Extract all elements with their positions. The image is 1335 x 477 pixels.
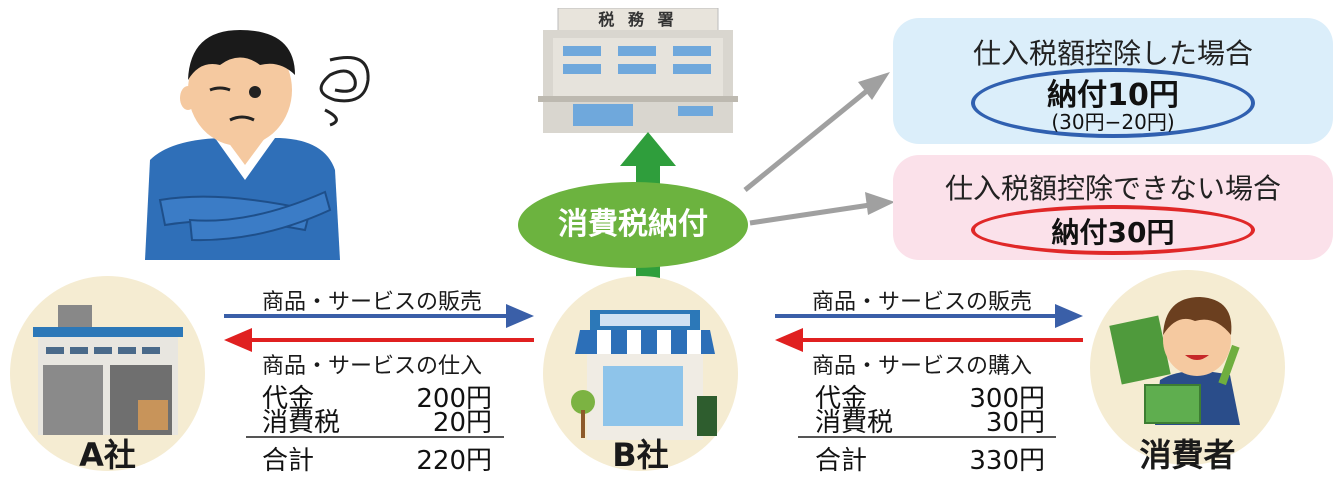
left-tax-value: 20円 xyxy=(432,408,492,438)
case-not-deductible-title: 仕入税額控除できない場合 xyxy=(944,172,1281,205)
left-purchase-label: 商品・サービスの仕入 xyxy=(262,354,483,379)
case-deductible-calc: (30円−20円) xyxy=(1051,110,1175,134)
tax-payment-label: 消費税納付 xyxy=(558,207,708,242)
left-tax-label: 消費税 xyxy=(262,408,341,438)
right-price-label: 代金 xyxy=(815,384,868,414)
left-sale-label: 商品・サービスの販売 xyxy=(262,290,483,315)
tax-payment-ellipse xyxy=(518,182,748,268)
left-total-rule xyxy=(246,436,504,438)
left-total-value: 220円 xyxy=(416,446,492,476)
left-sale-arrow xyxy=(224,304,534,328)
case-arrows xyxy=(743,72,895,226)
tax-office-building: 税 務 署 xyxy=(538,8,738,133)
case-not-deductible-payment: 納付30円 xyxy=(1051,216,1175,249)
case-not-deductible-oval xyxy=(971,205,1255,255)
right-sale-arrow xyxy=(775,304,1083,328)
case-deductible-title: 仕入税額控除した場合 xyxy=(972,37,1253,70)
left-price-value: 200円 xyxy=(416,384,492,414)
company-a-name: A社 xyxy=(79,436,136,474)
case-deductible-box: 仕入税額控除した場合 納付10円 (30円−20円) xyxy=(893,18,1333,144)
right-purchase-arrow xyxy=(775,328,1083,352)
right-total-rule xyxy=(798,436,1056,438)
company-b-name: B社 xyxy=(612,436,669,474)
right-sale-label: 商品・サービスの販売 xyxy=(812,290,1033,315)
left-total-label: 合計 xyxy=(262,446,315,476)
consumer-name: 消費者 xyxy=(1139,436,1236,474)
right-tax-value: 30円 xyxy=(985,408,1045,438)
right-purchase-label: 商品・サービスの購入 xyxy=(812,354,1033,379)
worried-man-illustration xyxy=(130,20,380,260)
tax-office-sign: 税 務 署 xyxy=(598,10,678,29)
case-deductible-oval xyxy=(971,68,1255,138)
case-deductible-payment: 納付10円 xyxy=(1047,78,1179,113)
case-not-deductible-box: 仕入税額控除できない場合 納付30円 xyxy=(893,155,1333,260)
shop-illustration xyxy=(565,310,725,440)
right-price-value: 300円 xyxy=(969,384,1045,414)
right-tax-label: 消費税 xyxy=(815,408,894,438)
consumer-illustration xyxy=(1105,285,1270,425)
right-total-value: 330円 xyxy=(969,446,1045,476)
left-price-label: 代金 xyxy=(262,384,315,414)
factory-illustration xyxy=(28,305,188,435)
right-total-label: 合計 xyxy=(815,446,868,476)
left-purchase-arrow xyxy=(224,328,534,352)
